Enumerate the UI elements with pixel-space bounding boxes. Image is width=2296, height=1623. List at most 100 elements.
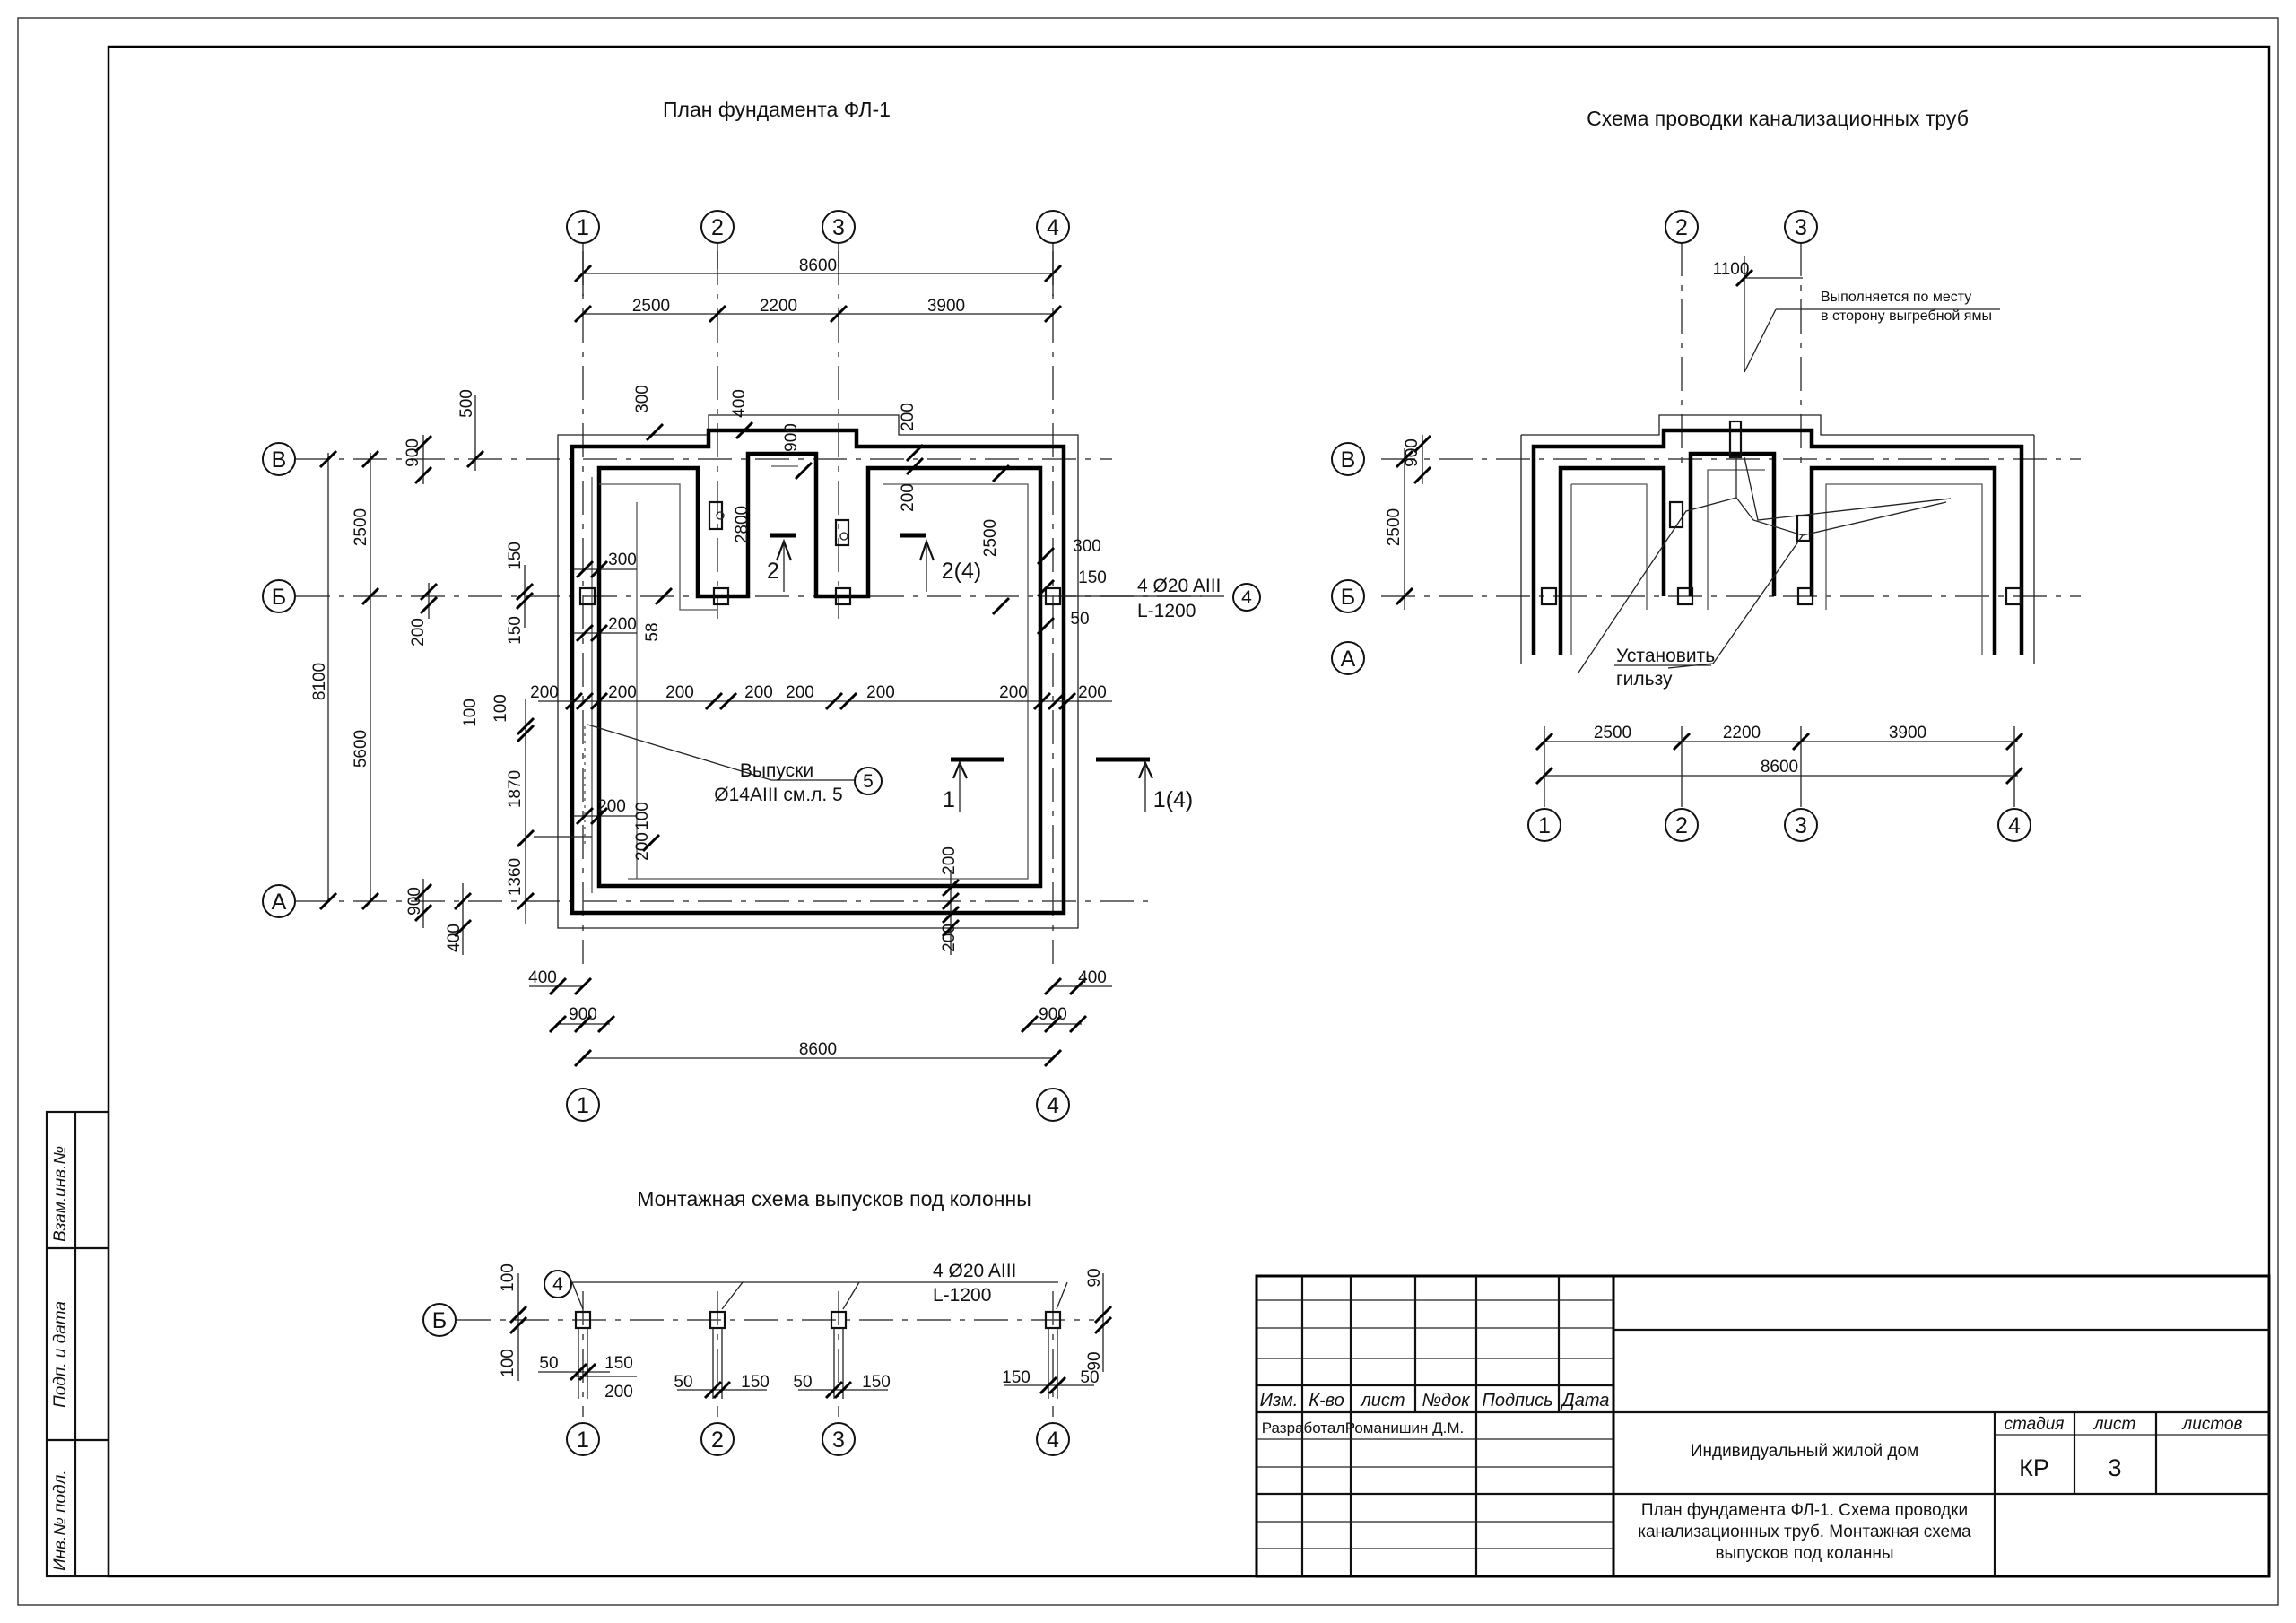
dim-100-b: 100 [491, 694, 510, 723]
sewer-dim-3900: 3900 [1889, 724, 1926, 742]
mount-dim-150: 150 [604, 1354, 633, 1373]
stamp-sheet-h: лист [2093, 1415, 2136, 1434]
stamp-project: Индивидуальный жилой дом [1691, 1442, 1918, 1461]
mount-dim-90-b: 90 [1085, 1351, 1104, 1370]
mount-dim-200: 200 [604, 1383, 633, 1402]
svg-text:2500: 2500 [981, 519, 1000, 557]
svg-text:200: 200 [866, 683, 895, 702]
svg-text:900: 900 [782, 423, 801, 452]
side-cell-sign: Подп. и дата [51, 1301, 70, 1408]
rebar-length: L-1200 [1137, 601, 1196, 621]
sewer-axis-3: 3 [1795, 813, 1807, 838]
svg-text:200: 200 [665, 683, 694, 702]
section-2: 2 [767, 559, 779, 584]
sewer-scheme: 1100 Выполняется по месту в сторону выгр… [1331, 210, 2081, 842]
mount-ref: 4 [552, 1274, 563, 1295]
sewer-note-2: в сторону выгребной ямы [1821, 308, 1992, 324]
dim-1870: 1870 [506, 770, 525, 808]
mount-dim-150-4: 150 [1002, 1368, 1031, 1387]
stamp-sheets-h: листов [2182, 1415, 2243, 1434]
dim-2200-top: 2200 [760, 297, 797, 316]
svg-text:58: 58 [643, 622, 662, 641]
svg-text:100: 100 [633, 802, 652, 830]
dim-2500-top: 2500 [632, 297, 670, 316]
dim-1360: 1360 [506, 858, 525, 896]
sewer-dim-8600: 8600 [1761, 758, 1798, 777]
mount-axis-B: Б [432, 1308, 447, 1333]
mount-dim-50-4: 50 [1080, 1368, 1099, 1387]
sewer-axis-B: Б [1341, 585, 1355, 610]
dim-8600-top: 8600 [799, 256, 837, 275]
svg-text:200: 200 [899, 483, 918, 512]
axis-1-bottom: 1 [577, 1093, 589, 1118]
stamp-h-ndok: №док [1422, 1391, 1471, 1410]
stamp-h-date: Дата [1561, 1391, 1610, 1410]
axis-A: А [272, 890, 287, 915]
outlets-spec: Ø14AIII см.л. 5 [714, 785, 842, 805]
sewer-dim-2500: 2500 [1594, 724, 1631, 742]
side-cell-replace: Взам.инв.№ [51, 1146, 70, 1242]
sewer-scheme-title: Схема проводки канализационных труб [1587, 107, 1969, 130]
axis-3-top: 3 [832, 215, 845, 240]
svg-text:400: 400 [730, 389, 749, 418]
stamp-desc-1: План фундамента ФЛ-1. Схема проводки [1641, 1501, 1968, 1520]
dim-900-left-top: 900 [404, 438, 422, 467]
mount-axis-3: 3 [832, 1428, 845, 1453]
mount-dim-50-2: 50 [674, 1373, 692, 1392]
section-1-4: 1(4) [1153, 787, 1193, 812]
sewer-sleeve-1: Установить [1616, 646, 1715, 666]
dim-900-br: 900 [1039, 1005, 1067, 1024]
svg-text:200: 200 [608, 615, 637, 634]
stamp-sheet: 3 [2108, 1454, 2121, 1481]
title-block: Изм. К-во лист №док Подпись Дата Разрабо… [1255, 1274, 2271, 1578]
svg-text:200: 200 [1078, 683, 1107, 702]
sewer-axis-V: В [1341, 447, 1356, 473]
stamp-stage: КР [2019, 1454, 2049, 1481]
sewer-dim-2500-left: 2500 [1385, 508, 1404, 546]
mount-dim-100-a: 100 [499, 1263, 517, 1292]
sewer-dim-1100: 1100 [1713, 260, 1750, 279]
stamp-h-list: лист [1360, 1391, 1405, 1410]
mount-dim-90-a: 90 [1085, 1268, 1104, 1287]
svg-text:200: 200 [786, 683, 814, 702]
sewer-axis-1: 1 [1538, 813, 1551, 838]
axis-V: В [272, 447, 287, 473]
svg-text:200: 200 [999, 683, 1028, 702]
outer-frame [17, 17, 2279, 1606]
sewer-note-1: Выполняется по месту [1821, 290, 1971, 305]
stamp-stage-h: стадия [2005, 1415, 2065, 1434]
dim-8100: 8100 [310, 663, 329, 700]
axis-2-top: 2 [711, 215, 724, 240]
rebar-ref-circle [1232, 583, 1261, 612]
svg-text:200: 200 [633, 832, 652, 861]
svg-text:200: 200 [940, 846, 959, 875]
sewer-axis-2-top: 2 [1675, 215, 1688, 240]
svg-text:300: 300 [1073, 537, 1101, 556]
stamp-h-sign: Подпись [1482, 1391, 1552, 1410]
sewer-axis-A: А [1341, 647, 1356, 672]
dim-400-left: 400 [445, 924, 464, 952]
dim-500: 500 [457, 389, 476, 418]
stamp-h-kvo: К-во [1309, 1391, 1344, 1410]
mounting-scheme-title: Монтажная схема выпусков под колонны [637, 1187, 1031, 1211]
axis-4-bottom: 4 [1047, 1093, 1059, 1118]
svg-text:150: 150 [1078, 568, 1107, 587]
rebar-ref: 4 [1241, 587, 1252, 608]
svg-text:300: 300 [633, 385, 652, 413]
plan-inner-dims: 300 400 900 200 200 2800 2500 300 150 50… [530, 385, 1112, 955]
section-marks: 2 2(4) 1 1(4) [767, 533, 1193, 812]
axis-B: Б [272, 585, 286, 610]
mounting-scheme: 4 Ø20 AIII L-1200 4 100 100 50 150 200 5… [422, 1261, 1113, 1456]
svg-text:200: 200 [744, 683, 773, 702]
axis-4-top: 4 [1047, 215, 1059, 240]
dim-150-b: 150 [506, 616, 525, 645]
mount-axis-1: 1 [577, 1428, 589, 1453]
svg-text:200: 200 [940, 924, 959, 952]
mount-dim-50-3: 50 [793, 1373, 812, 1392]
stamp-desc-3: выпусков под коланны [1715, 1544, 1893, 1563]
mount-rebar-length: L-1200 [933, 1285, 991, 1306]
svg-text:50: 50 [1070, 610, 1089, 629]
side-stamp: Взам.инв.№ Подп. и дата Инв.№ подл. [45, 1110, 110, 1578]
outlets-ref: 5 [863, 771, 874, 792]
